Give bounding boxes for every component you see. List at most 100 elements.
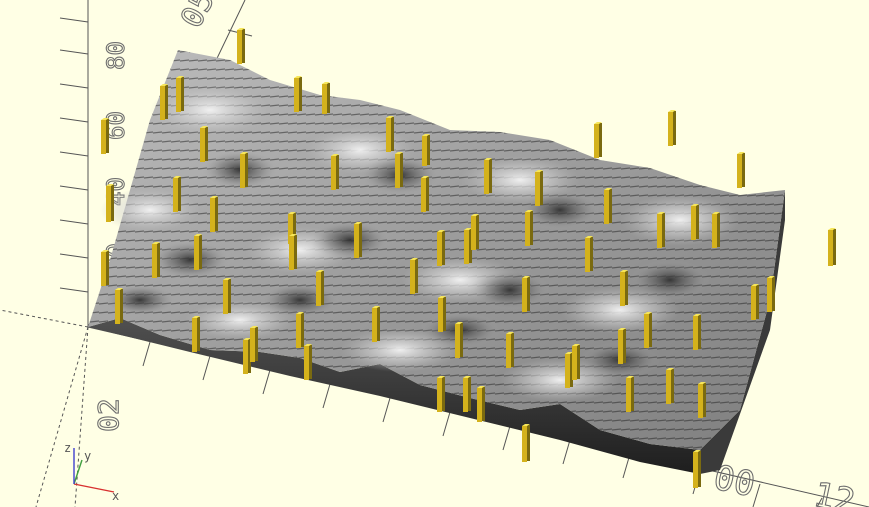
pillar-side [742,153,745,187]
pillar-top [331,154,339,156]
pillar-side [662,213,665,247]
pillar-side [460,323,463,357]
pillar [506,334,511,368]
pillar-side [698,315,701,349]
pillar-56 [250,326,258,362]
pillar [620,272,625,306]
pillar-15 [106,184,114,222]
pillar [691,206,696,240]
pillar [737,154,742,188]
pillar-side [570,353,573,387]
pillar-41 [316,270,324,306]
pillar-2 [160,84,168,120]
pillar [644,314,649,348]
pillar-top [243,338,251,340]
pillar [250,328,255,362]
pillar [331,156,336,190]
pillar [101,120,106,154]
pillar-side [197,317,200,351]
pillar-6 [101,118,109,154]
pillar-top [372,306,380,308]
pillar [115,290,120,324]
pillar [106,186,111,222]
pillar-top [618,328,626,330]
pillar-52 [618,328,626,364]
pillar-60 [477,386,485,422]
height-map-surface [88,50,785,474]
pillar-38 [585,236,593,272]
pillar-top [296,312,304,314]
pillar [304,346,309,380]
pillar-top [693,450,701,452]
pillar-17 [210,196,218,232]
pillar [484,160,489,194]
pillar-top [115,288,123,290]
pillar-9 [386,116,394,152]
pillar-48 [372,306,380,342]
pillar-side [205,127,208,161]
pillar-top [668,110,676,112]
pillar [594,124,599,158]
pillar-27 [471,214,479,250]
pillar-13 [668,110,676,146]
pillar-side [717,213,720,247]
pillar-side [106,251,109,285]
pillar-35 [194,234,202,270]
z-axis-label-mid1: 80 [102,41,130,70]
pillar [712,214,717,248]
pillar-67 [693,450,701,488]
pillar [160,86,165,120]
pillar-top [194,234,202,236]
pillar-side [489,159,492,193]
pillar [693,316,698,350]
pillar-34 [152,242,160,278]
pillar-side [242,29,245,63]
pillar-12 [594,122,602,158]
pillar-top [386,116,394,118]
pillar-28 [525,210,533,246]
pillar [565,354,570,388]
pillar-side [293,213,296,243]
pillar-49 [438,296,446,332]
pillar-side [527,277,530,311]
pillar [176,78,181,112]
pillar [422,136,427,166]
pillar-side [511,333,514,367]
x-axis-label-end: 12 [810,475,858,507]
pillar-top [288,212,296,214]
pillar [455,324,460,358]
pillar [463,378,468,412]
pillar-side [696,205,699,239]
pillar-top [455,322,463,324]
pillar-side [377,307,380,341]
pillar-top [210,196,218,198]
pillar-side [181,77,184,111]
pillar-66 [522,424,530,462]
pillar-14 [737,152,745,188]
surface-front-face [88,318,700,474]
pillar-side [482,387,485,421]
pillar-58 [437,376,445,412]
pillar-top [240,152,248,154]
pillar [522,426,527,462]
pillar-side [245,153,248,187]
pillar [438,298,443,332]
gizmo-z-label: z [64,441,71,455]
pillar-top [751,284,759,286]
pillar-30 [691,204,699,240]
pillar-top [565,352,573,354]
pillar [657,214,662,248]
pillar-side [609,189,612,223]
pillar [535,172,540,206]
pillar [522,278,527,312]
pillar-side [120,289,123,323]
pillar-side [623,329,626,363]
pillar-top [604,188,612,190]
pillar-side [527,425,530,461]
pillar-top [535,170,543,172]
pillar-side [625,271,628,305]
pillar [223,280,228,314]
pillar-top [737,152,745,154]
